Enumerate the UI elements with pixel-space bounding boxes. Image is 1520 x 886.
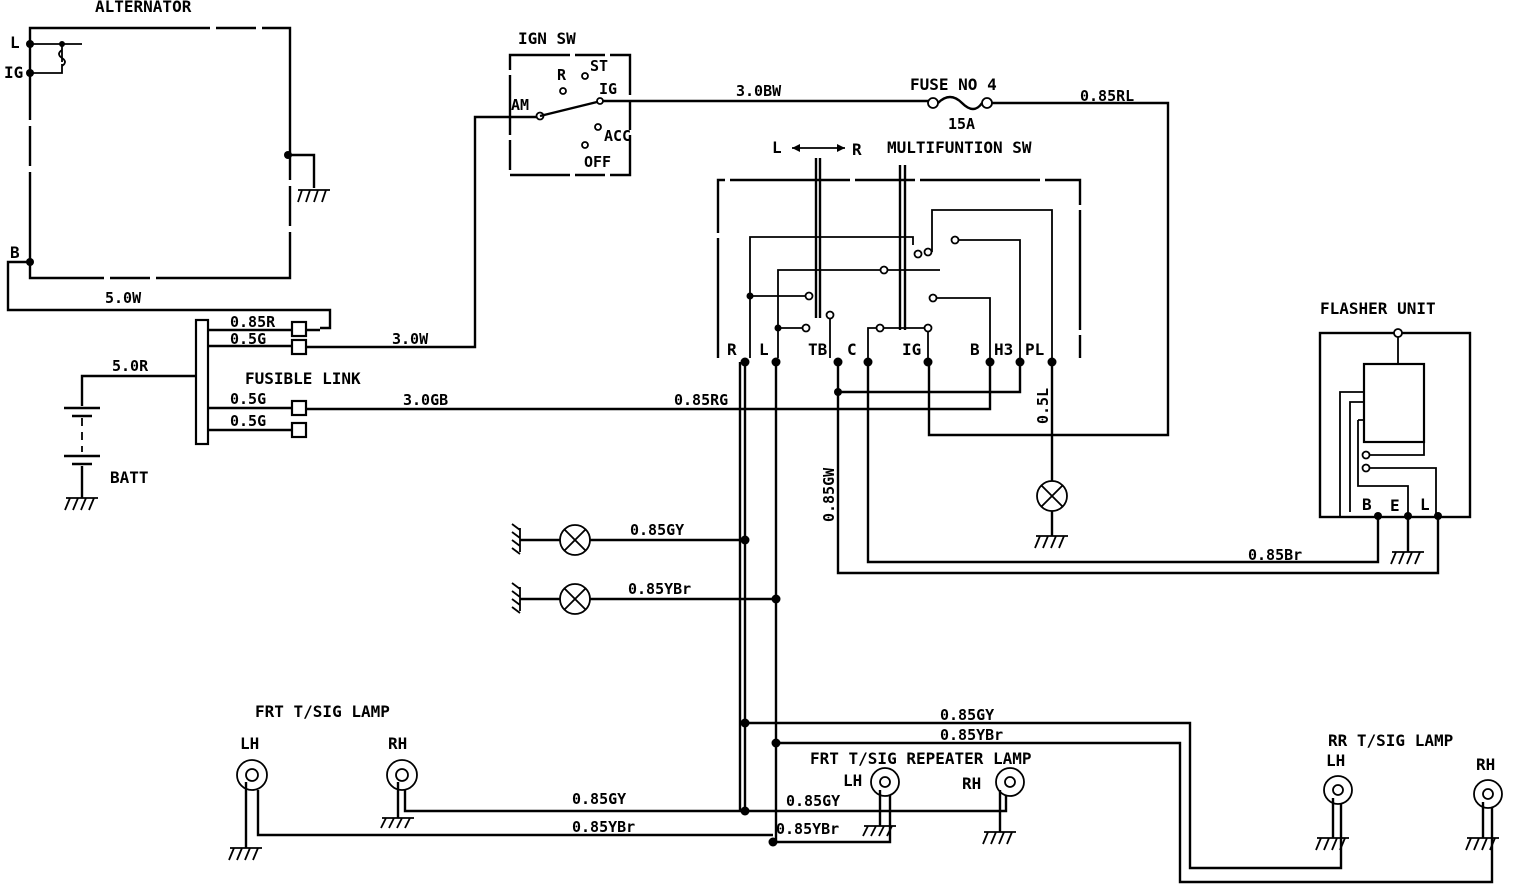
fusible-link: 0.85R 0.5G 0.5G 0.5G FUSIBLE LINK — [194, 115, 508, 446]
alternator: ALTERNATOR L IG B — [4, 0, 330, 280]
indicator-lamp — [1034, 480, 1068, 549]
flasher-term-l: L — [1420, 495, 1430, 514]
ign-pos-am: AM — [511, 96, 529, 114]
wire-label-3-0bw: 3.0BW — [736, 82, 782, 100]
wire-rear-ybr — [776, 741, 1494, 884]
alternator-terminal-ig: IG — [4, 63, 23, 82]
wire-label-3-0w: 3.0W — [392, 330, 429, 348]
wire-label-0-85gw: 0.85GW — [820, 467, 838, 522]
wire-label-0-85ybr-c: 0.85YBr — [776, 820, 839, 838]
wire-label-3-0gb: 3.0GB — [403, 391, 448, 409]
msw-term-h3: H3 — [994, 340, 1013, 359]
flasher-title: FLASHER UNIT — [1320, 299, 1436, 318]
wire-label-0-85br: 0.85Br — [1248, 546, 1302, 564]
fuse-title: FUSE NO 4 — [910, 75, 997, 94]
fusible-link-title: FUSIBLE LINK — [245, 369, 361, 388]
wire-label-0-85gy-b: 0.85GY — [940, 706, 994, 724]
multifunction-switch: MULTIFUNTION SW L R R L TB C — [716, 138, 1082, 367]
ign-pos-st: ST — [590, 57, 608, 75]
ignition-switch: IGN SW R ST AM IG ACC OFF — [508, 29, 632, 177]
alternator-terminal-b: B — [10, 243, 20, 262]
flasher-unit: FLASHER UNIT B E L — [1318, 299, 1472, 565]
rear-turn-signal-lamps: RR T/SIG LAMP LH RH — [1315, 731, 1503, 851]
repeater-rh: RH — [962, 774, 981, 793]
wire-0-85rl — [927, 101, 1170, 437]
wire-label-0-5l: 0.5L — [1034, 388, 1052, 424]
wire-label-0-85ybr-d: 0.85YBr — [572, 818, 635, 836]
wire-5-0w — [6, 260, 332, 330]
ign-pos-ig: IG — [599, 80, 617, 98]
fuse-rating: 15A — [948, 115, 975, 133]
msw-term-b: B — [970, 340, 980, 359]
repeater-lamps: FRT T/SIG REPEATER LAMP LH RH — [810, 749, 1032, 845]
ign-pos-r: R — [557, 66, 567, 84]
wire-0-85gw — [836, 362, 1440, 575]
direction-right-label: R — [852, 140, 862, 159]
wire-label-0-85ybr-b: 0.85YBr — [940, 726, 1003, 744]
battery-title: BATT — [110, 468, 149, 487]
wire-label-0-85gy-a: 0.85GY — [630, 521, 684, 539]
repeater-title: FRT T/SIG REPEATER LAMP — [810, 749, 1032, 768]
ign-sw-title: IGN SW — [518, 29, 576, 48]
msw-term-tb: TB — [808, 340, 828, 359]
msw-term-r: R — [727, 340, 737, 359]
wire-rear-gy — [745, 721, 1343, 870]
msw-term-c: C — [847, 340, 857, 359]
msw-term-l: L — [759, 340, 769, 359]
frt-lamp-rh: RH — [388, 734, 407, 753]
frt-lamp-title: FRT T/SIG LAMP — [255, 702, 390, 721]
wire-label-0-85gy-c: 0.85GY — [786, 792, 840, 810]
msw-term-pl: PL — [1025, 340, 1044, 359]
repeater-lh: LH — [843, 771, 862, 790]
front-turn-signal-lamps: FRT T/SIG LAMP LH RH — [228, 702, 418, 861]
wire-label-0-5g-a: 0.5G — [230, 330, 266, 348]
wire-label-0-5g-b: 0.5G — [230, 390, 266, 408]
direction-left-label: L — [772, 138, 782, 157]
msw-term-ig: IG — [902, 340, 921, 359]
rr-lamp-lh: LH — [1326, 751, 1345, 770]
ign-pos-acc: ACC — [604, 127, 631, 145]
flasher-term-e: E — [1390, 496, 1400, 515]
left-indicator-lamp — [511, 523, 745, 556]
frt-lamp-lh: LH — [240, 734, 259, 753]
wire-label-0-5g-c: 0.5G — [230, 412, 266, 430]
wire-label-5-0r: 5.0R — [112, 357, 149, 375]
wire-3-0gb — [306, 362, 992, 411]
wire-label-0-85ybr-a: 0.85YBr — [628, 580, 691, 598]
wire-label-5-0w: 5.0W — [105, 289, 142, 307]
rr-lamp-rh: RH — [1476, 755, 1495, 774]
flasher-term-b: B — [1362, 495, 1372, 514]
alternator-terminal-l: L — [10, 33, 20, 52]
battery: 5.0R BATT — [64, 357, 196, 511]
ign-pos-off: OFF — [584, 153, 611, 171]
multifunction-title: MULTIFUNTION SW — [887, 138, 1032, 157]
wire-label-0-85r: 0.85R — [230, 313, 276, 331]
wire-label-0-85rg: 0.85RG — [674, 391, 728, 409]
alternator-title: ALTERNATOR — [95, 0, 192, 16]
wire-label-0-85gy-d: 0.85GY — [572, 790, 626, 808]
rr-lamp-title: RR T/SIG LAMP — [1328, 731, 1453, 750]
fuse-no-4: FUSE NO 4 15A — [910, 75, 997, 133]
wire-0-85br — [866, 362, 1380, 564]
wire-label-0-85rl: 0.85RL — [1080, 87, 1134, 105]
